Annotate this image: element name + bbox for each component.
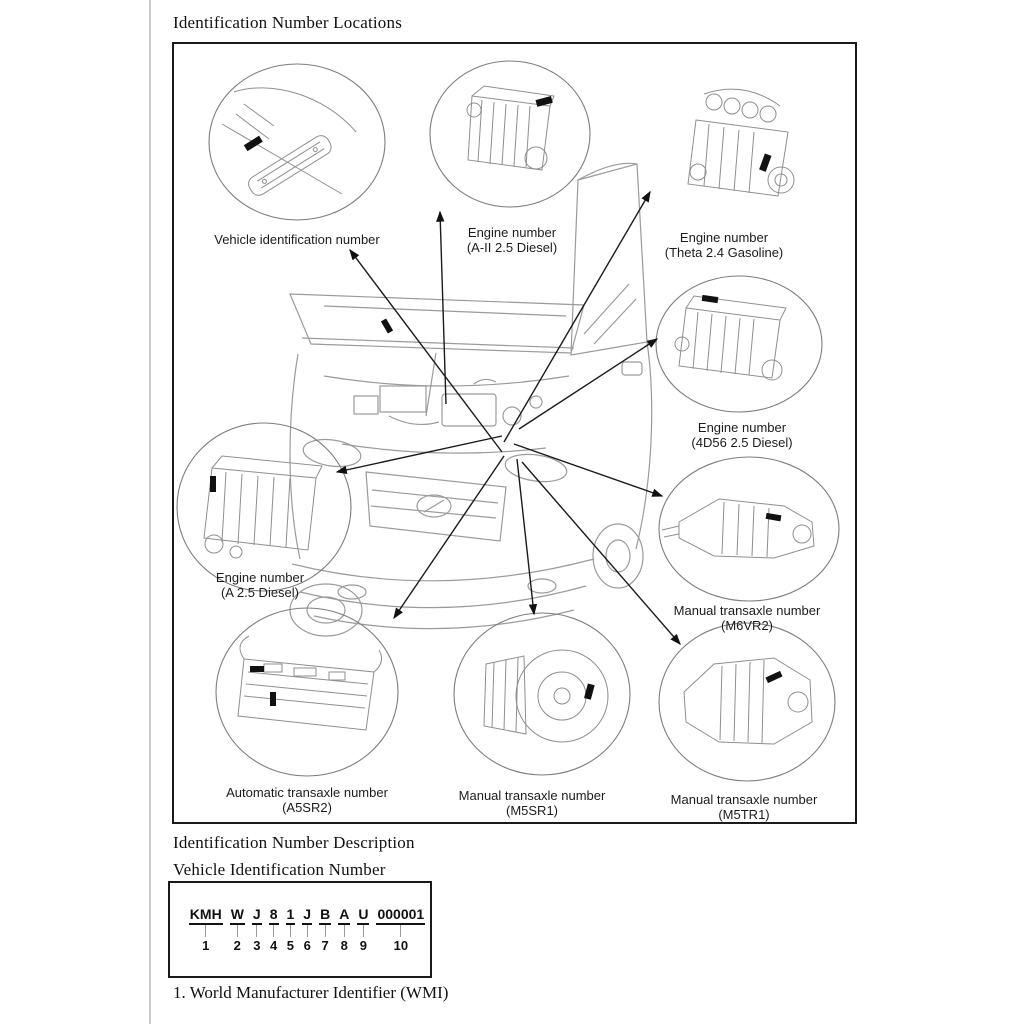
vin-chars: KMH <box>188 906 223 926</box>
vin-number: 5 <box>286 938 295 954</box>
callout-label-m5sr1: Manual transaxle number (M5SR1) <box>458 788 606 819</box>
callout-circles <box>176 60 840 782</box>
callout-label-vin: Vehicle identification number <box>214 232 380 247</box>
vin-group-wmi: KMH 1 <box>188 906 223 954</box>
vin-chars: 8 <box>268 906 279 926</box>
arrow-m6vr2 <box>513 443 664 497</box>
vin-group-4: 8 4 <box>268 906 279 954</box>
vin-number: 3 <box>253 938 261 954</box>
callout-detail-art <box>203 85 815 745</box>
car-illustration <box>289 162 653 637</box>
arrow-4d56 <box>518 338 659 430</box>
vin-group-3: J 3 <box>251 906 262 954</box>
vin-tick <box>205 925 207 938</box>
subsection-title-vin: Vehicle Identification Number <box>173 860 386 879</box>
arrow-a2 <box>436 210 447 405</box>
callout-circle-a2 <box>429 60 591 208</box>
vin-tick <box>273 925 275 938</box>
vin-number: 2 <box>233 938 241 954</box>
page-edge-line <box>149 0 151 1024</box>
arrow-a5sr2 <box>393 455 505 620</box>
callout-circle-m5tr1 <box>658 622 836 782</box>
pointer-arrows <box>335 190 681 646</box>
vin-group-9: U 9 <box>357 906 370 954</box>
callout-label-m5tr1: Manual transaxle number (M5TR1) <box>670 792 818 823</box>
vin-number: 8 <box>340 938 348 954</box>
vin-breakdown-box: KMH 1 W 2 J 3 8 4 1 5 J 6 <box>168 881 432 978</box>
callout-label-m6vr2: Manual transaxle number (M6VR2) <box>673 603 821 634</box>
callout-circle-a25 <box>176 422 352 592</box>
figure-artwork <box>176 60 840 782</box>
callout-label-engine-4d56: Engine number (4D56 2.5 Diesel) <box>691 420 793 451</box>
arrow-a25 <box>335 435 503 475</box>
vin-number: 6 <box>303 938 311 954</box>
vin-tick <box>362 925 364 938</box>
arrow-vin <box>349 248 503 453</box>
arrow-m5sr1 <box>516 458 538 616</box>
vin-number: 7 <box>321 938 329 954</box>
callout-circle-m5sr1 <box>453 612 631 776</box>
vin-chars: J <box>251 906 262 926</box>
vin-number: 4 <box>269 938 278 954</box>
section-title-locations: Identification Number Locations <box>173 13 403 32</box>
callout-label-engine-a: Engine number (A 2.5 Diesel) <box>215 570 305 601</box>
vin-group-8: A 8 <box>338 906 351 954</box>
vin-number: 10 <box>393 938 409 954</box>
vin-tick <box>324 925 326 938</box>
vin-tick <box>400 925 402 938</box>
vin-chars: U <box>357 906 370 926</box>
section-title-description: Identification Number Description <box>173 833 415 852</box>
arrow-m5tr1 <box>521 461 681 646</box>
stamp-markers <box>210 96 783 706</box>
vin-group-5: 1 5 <box>285 906 296 954</box>
vin-row: KMH 1 W 2 J 3 8 4 1 5 J 6 <box>188 906 426 954</box>
callout-label-engine-a2: Engine number (A-II 2.5 Diesel) <box>466 225 558 256</box>
arrow-theta <box>503 190 651 443</box>
vin-chars: J <box>302 906 313 926</box>
callout-circle-m6vr2 <box>658 456 840 602</box>
vin-tick <box>306 925 308 938</box>
vin-chars: W <box>229 906 245 926</box>
vin-group-serial: 000001 10 <box>376 906 426 954</box>
vin-chars: 1 <box>285 906 296 926</box>
callout-label-a5sr2: Automatic transaxle number (A5SR2) <box>226 785 388 816</box>
vin-group-2: W 2 <box>229 906 245 954</box>
vin-tick <box>256 925 258 938</box>
callout-circle-4d56 <box>655 275 823 413</box>
wmi-footnote: 1. World Manufacturer Identifier (WMI) <box>173 983 449 1002</box>
id-locations-figure: Vehicle identification number Engine num… <box>172 42 857 824</box>
vin-chars: B <box>319 906 332 926</box>
callout-circle-a5sr2 <box>215 607 399 777</box>
vin-group-6: J 6 <box>302 906 313 954</box>
vin-chars: A <box>338 906 351 926</box>
callout-label-engine-theta: Engine number (Theta 2.4 Gasoline) <box>664 230 784 261</box>
vin-group-7: B 7 <box>319 906 332 954</box>
vin-tick <box>236 925 238 938</box>
vin-number: 1 <box>202 938 210 954</box>
vin-chars: 000001 <box>376 906 426 926</box>
vin-tick <box>289 925 291 938</box>
callout-circle-vin <box>208 63 386 221</box>
vin-number: 9 <box>359 938 368 954</box>
vin-tick <box>343 925 345 938</box>
